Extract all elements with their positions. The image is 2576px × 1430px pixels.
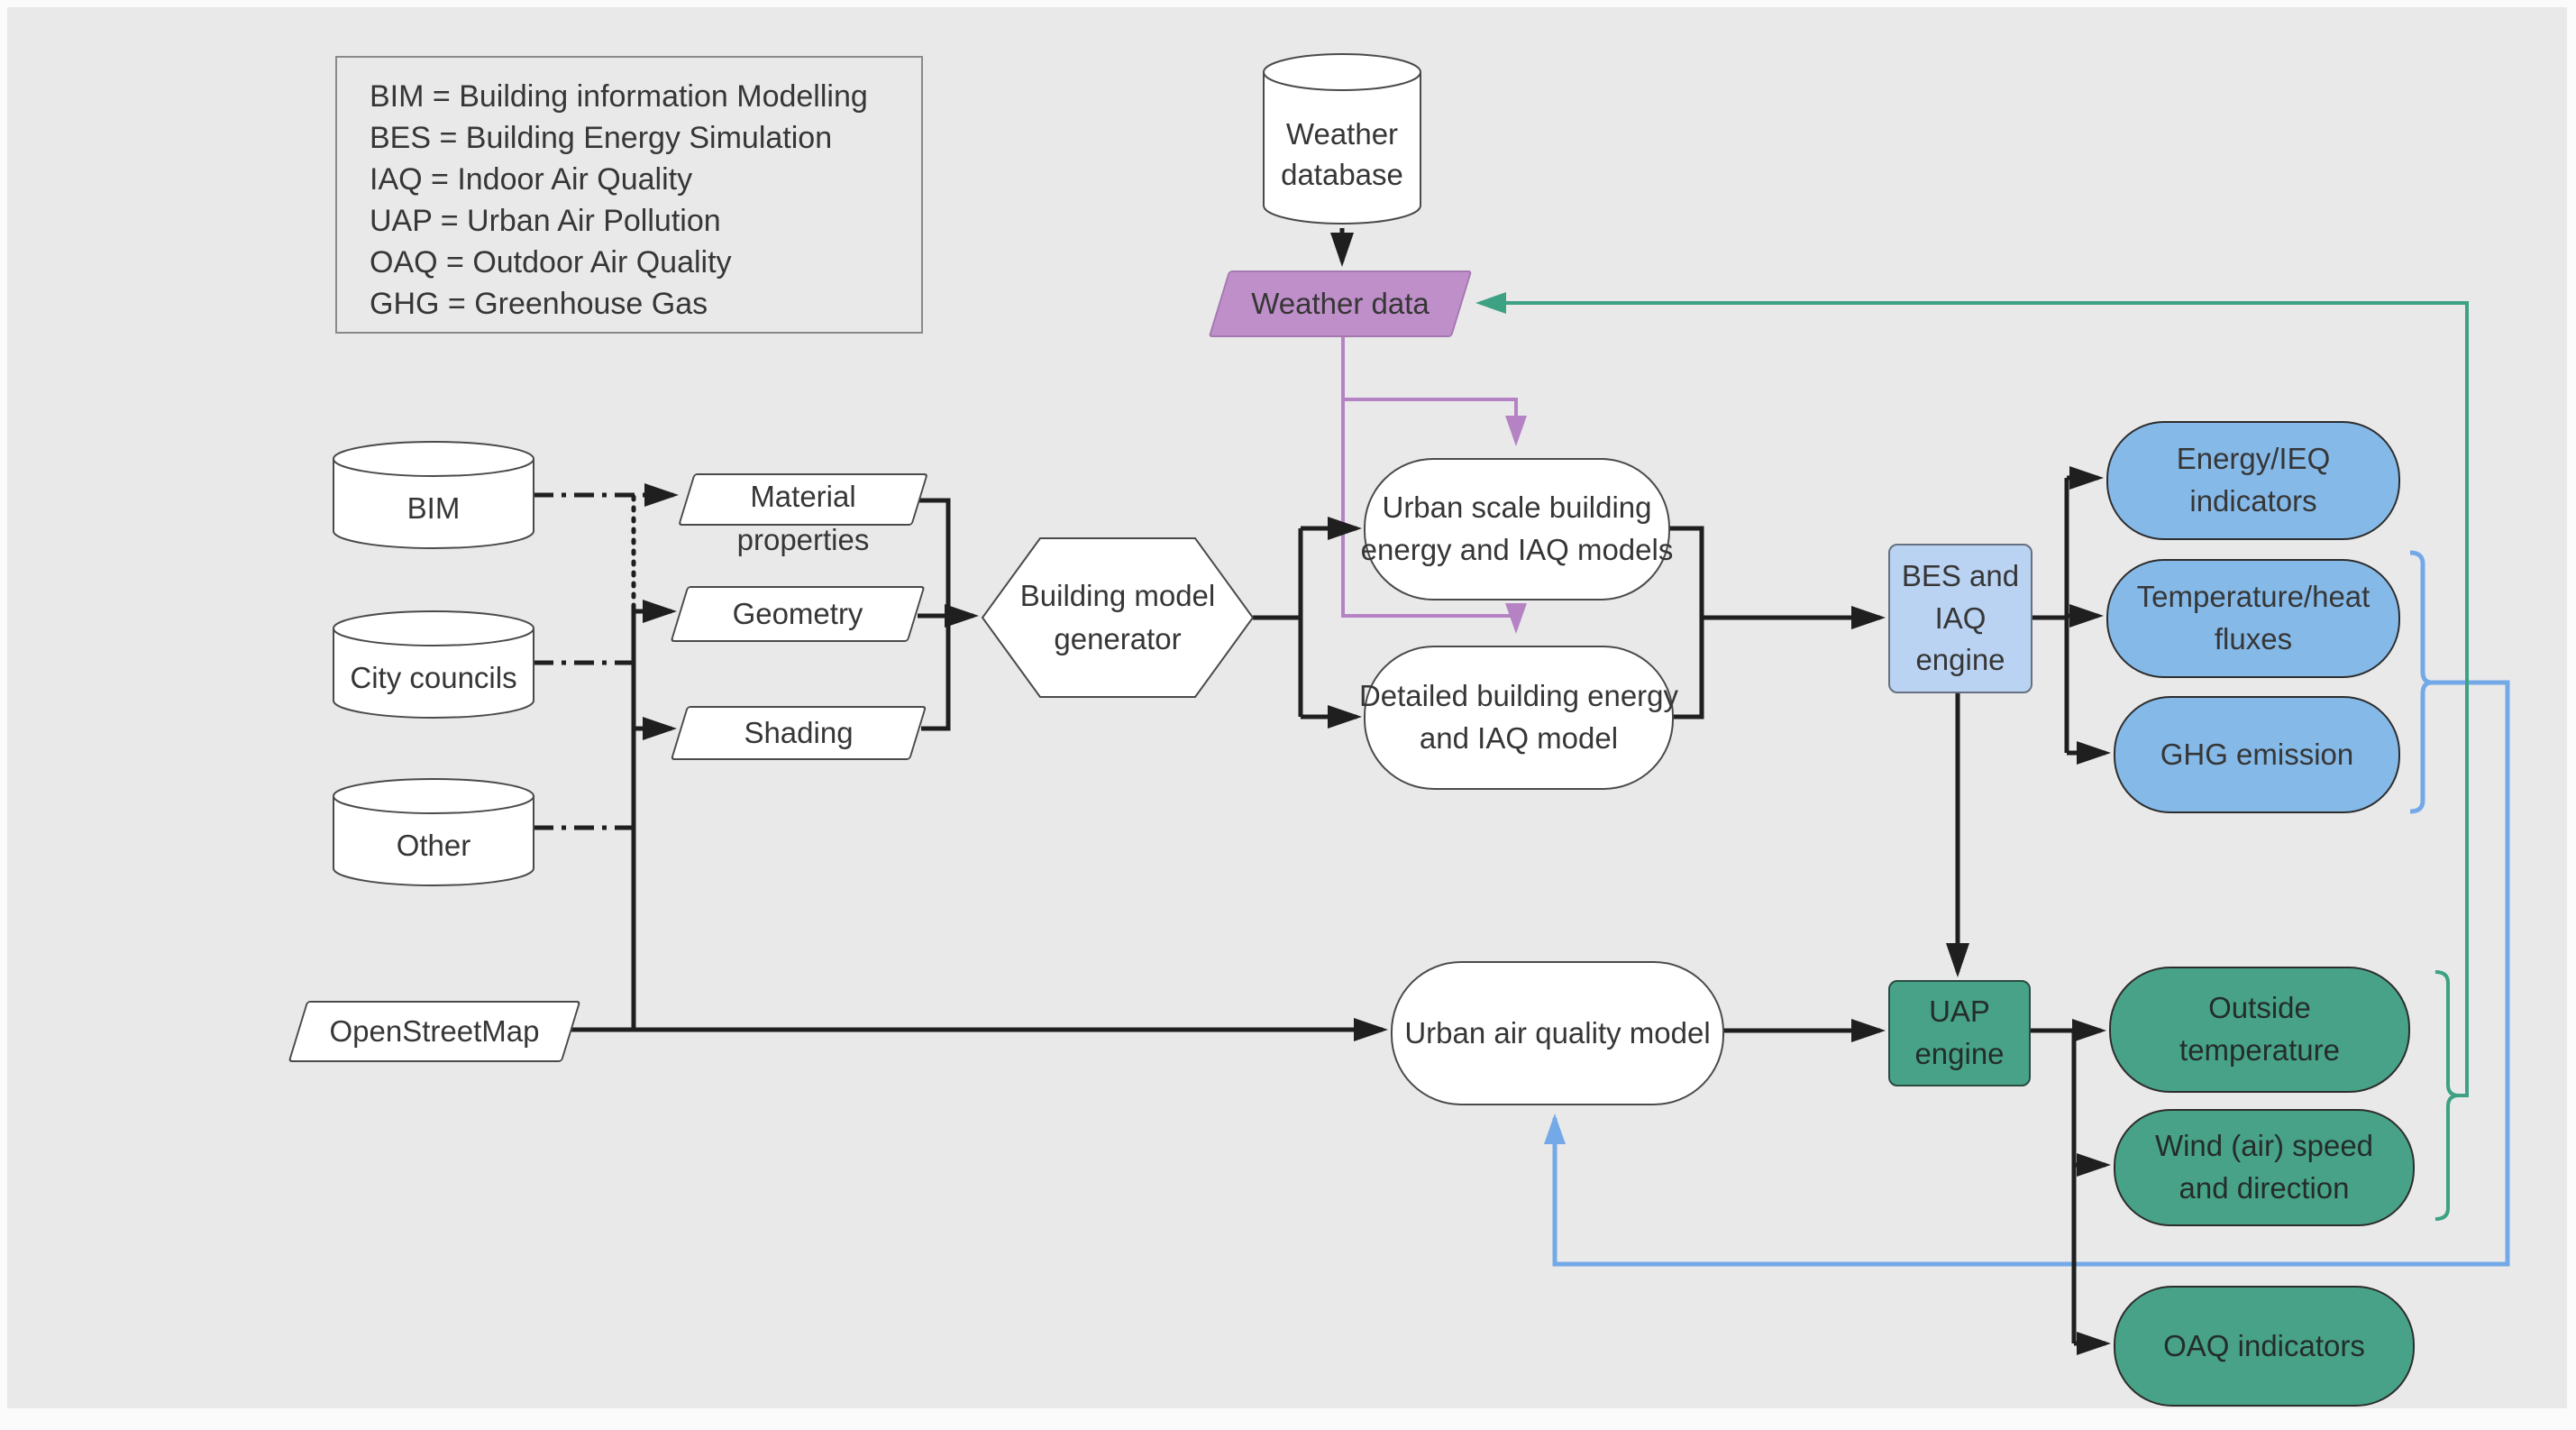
uap-output-split: [2026, 1028, 2077, 1343]
node-label: BIM: [406, 490, 461, 525]
node-shading: Shading: [670, 706, 927, 760]
node-label: BES and IAQ engine: [1901, 558, 2020, 677]
legend-line: BIM = Building information Modelling: [370, 79, 868, 114]
node-oaq-indicators: OAQ indicators: [2114, 1286, 2415, 1407]
hexagon-shape: [981, 537, 1255, 698]
purple-line-to-detailed-model: [1341, 337, 1527, 634]
node-outside-temperature: Outside temperature: [2109, 967, 2410, 1093]
green-feedback-line-to-weather-data: [1475, 292, 2469, 1097]
blue-feedback-group: [1544, 550, 2510, 1267]
blue-feedback-line-to-urban-air-quality-model: [1544, 680, 2510, 1267]
node-openstreetmap: OpenStreetMap: [288, 1001, 581, 1062]
legend-line: OAQ = Outdoor Air Quality: [370, 245, 732, 280]
node-energy-ieq-indicators: Energy/IEQ indicators: [2106, 421, 2400, 540]
bes-output-split: [2028, 478, 2069, 753]
node-label: GHG emission: [2160, 737, 2354, 771]
node-material-properties: Material properties: [678, 473, 928, 556]
node-label: Weather database: [1281, 117, 1403, 191]
node-label: OAQ indicators: [2163, 1328, 2365, 1362]
legend-line: BES = Building Energy Simulation: [370, 121, 833, 155]
node-bes-iaq-engine: BES and IAQ engine: [1888, 544, 2032, 693]
node-label: Other: [396, 828, 471, 862]
node-temperature-heat-fluxes: Temperature/heat fluxes: [2106, 559, 2400, 678]
node-label: Weather data: [1251, 286, 1430, 320]
node-urban-air-quality-model: Urban air quality model: [1391, 961, 1724, 1105]
node-label: Energy/IEQ indicators: [2176, 442, 2331, 518]
generator-output-split: [1253, 528, 1303, 717]
cylinder-shape: [333, 610, 534, 719]
node-detailed-model: Detailed building energy and IAQ model: [1359, 646, 1678, 790]
purple-weather-group: [1341, 337, 1527, 634]
node-label: Detailed building energy and IAQ model: [1358, 679, 1679, 755]
node-uap-engine: UAP engine: [1888, 980, 2031, 1086]
purple-line-to-urban-scale-model: [1343, 398, 1527, 446]
legend-line: UAP = Urban Air Pollution: [370, 204, 721, 238]
node-label: City councils: [350, 660, 517, 694]
node-urban-scale-model: Urban scale building energy and IAQ mode…: [1361, 458, 1673, 600]
cylinder-shape: [333, 778, 534, 886]
legend-line: GHG = Greenhouse Gas: [370, 287, 708, 321]
node-label: OpenStreetMap: [329, 1013, 540, 1048]
node-building-model-generator: Building model generator: [981, 536, 1255, 699]
node-geometry: Geometry: [670, 586, 926, 642]
node-label: Building model generator: [1019, 579, 1216, 655]
node-label: Geometry: [732, 596, 863, 630]
node-city-councils: City councils: [332, 610, 535, 720]
node-label: Urban scale building energy and IAQ mode…: [1360, 490, 1674, 566]
black-connector-group: [534, 228, 2111, 1355]
green-feedback-group: [1475, 292, 2469, 1221]
node-weather-data: Weather data: [1208, 270, 1473, 337]
merge-inputs-lines: [918, 498, 951, 731]
cylinder-shape: [1263, 53, 1421, 225]
cylinder-shape: [333, 441, 534, 549]
node-label: Temperature/heat fluxes: [2136, 580, 2370, 655]
legend-line: IAQ = Indoor Air Quality: [370, 162, 693, 197]
node-label: Shading: [744, 715, 854, 749]
node-label: Material properties: [736, 480, 870, 556]
node-label: UAP engine: [1914, 995, 2005, 1070]
models-output-merge: [1666, 526, 1704, 720]
node-ghg-emission: GHG emission: [2114, 696, 2400, 813]
green-brace: [2434, 970, 2460, 1221]
legend-box: BIM = Building information Modelling BES…: [335, 56, 923, 334]
node-label: Wind (air) speed and direction: [2154, 1129, 2374, 1205]
node-weather-database: Weather database: [1262, 52, 1422, 225]
node-label: Outside temperature: [2179, 991, 2340, 1067]
node-label: Urban air quality model: [1404, 1015, 1711, 1050]
node-other: Other: [332, 777, 535, 887]
node-bim: BIM: [332, 440, 535, 550]
node-wind-speed-direction: Wind (air) speed and direction: [2114, 1109, 2415, 1226]
